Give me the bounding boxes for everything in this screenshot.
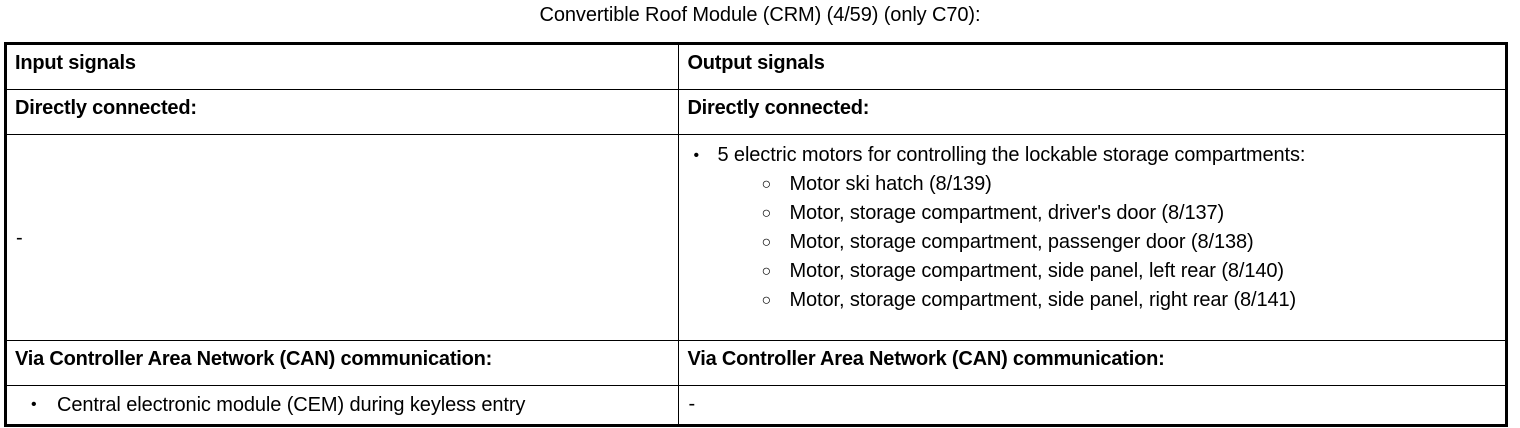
table-row-can-header: Via Controller Area Network (CAN) commun… xyxy=(4,340,1507,386)
bullet-hollow-icon: ○ xyxy=(761,234,772,251)
cell-input-can-label: Via Controller Area Network (CAN) commun… xyxy=(4,340,680,386)
list-item: ○ Motor ski hatch (8/139) xyxy=(717,170,1499,199)
cell-input-can-body: • Central electronic module (CEM) during… xyxy=(4,385,680,426)
list-item-label: 5 electric motors for controlling the lo… xyxy=(717,144,1306,166)
cell-output-directly-connected-label: Directly connected: xyxy=(678,89,1507,135)
output-signals-header-text: Output signals xyxy=(687,52,825,74)
cell-output-signals-header: Output signals xyxy=(678,43,1507,90)
bullet-hollow-icon: ○ xyxy=(761,292,772,309)
bullet-hollow-icon: ○ xyxy=(761,263,772,280)
table-row-headers: Input signals Output signals xyxy=(4,43,1507,90)
input-can-list: • Central electronic module (CEM) during… xyxy=(7,390,672,420)
list-item: • Central electronic module (CEM) during… xyxy=(7,390,672,420)
motors-sublist: ○ Motor ski hatch (8/139) ○ Motor, stora… xyxy=(717,170,1499,315)
table-caption: Convertible Roof Module (CRM) (4/59) (on… xyxy=(539,4,981,26)
list-item: • 5 electric motors for controlling the … xyxy=(679,141,1499,315)
cell-output-directly-connected-body: • 5 electric motors for controlling the … xyxy=(678,134,1507,341)
list-item: ○ Motor, storage compartment, driver's d… xyxy=(717,199,1499,228)
can-list-wrapper: • Central electronic module (CEM) during… xyxy=(7,386,678,424)
list-item: ○ Motor, storage compartment, passenger … xyxy=(717,228,1499,257)
input-directly-connected-text: Directly connected: xyxy=(15,97,197,119)
bullet-hollow-icon: ○ xyxy=(761,205,772,222)
list-item: ○ Motor, storage compartment, side panel… xyxy=(717,286,1499,315)
signal-table: Input signals Output signals Directly co… xyxy=(4,42,1508,427)
cell-input-signals-header: Input signals xyxy=(4,43,680,90)
list-item-label: Motor ski hatch (8/139) xyxy=(789,173,992,195)
list-item-label: Motor, storage compartment, side panel, … xyxy=(789,289,1297,311)
cell-input-directly-connected-label: Directly connected: xyxy=(4,89,680,135)
output-can-text: Via Controller Area Network (CAN) commun… xyxy=(687,348,1165,370)
output-can-dash: - xyxy=(688,393,696,415)
motors-list-wrapper: • 5 electric motors for controlling the … xyxy=(679,135,1505,323)
input-can-text: Via Controller Area Network (CAN) commun… xyxy=(15,348,493,370)
bullet-hollow-icon: ○ xyxy=(761,176,772,193)
list-item-label: Motor, storage compartment, side panel, … xyxy=(789,260,1284,282)
list-item: ○ Motor, storage compartment, side panel… xyxy=(717,257,1499,286)
list-item-label: Motor, storage compartment, driver's doo… xyxy=(789,202,1225,224)
list-item-label: Central electronic module (CEM) during k… xyxy=(57,394,526,416)
bullet-filled-icon: • xyxy=(31,396,37,413)
output-motors-list: • 5 electric motors for controlling the … xyxy=(679,141,1499,315)
cell-input-directly-connected-body: - xyxy=(4,134,680,341)
table-row-can-body: • Central electronic module (CEM) during… xyxy=(4,385,1507,426)
bullet-filled-icon: • xyxy=(693,147,699,164)
input-signals-header-text: Input signals xyxy=(15,52,136,74)
cell-output-can-body: - xyxy=(678,385,1507,426)
output-directly-connected-text: Directly connected: xyxy=(687,97,870,119)
list-item-label: Motor, storage compartment, passenger do… xyxy=(789,231,1254,253)
table-row-directly-connected-body: - • 5 electric motors for controlling th… xyxy=(4,134,1507,341)
input-directly-connected-dash: - xyxy=(16,226,23,249)
table-row-directly-connected-header: Directly connected: Directly connected: xyxy=(4,89,1507,135)
cell-output-can-label: Via Controller Area Network (CAN) commun… xyxy=(678,340,1507,386)
